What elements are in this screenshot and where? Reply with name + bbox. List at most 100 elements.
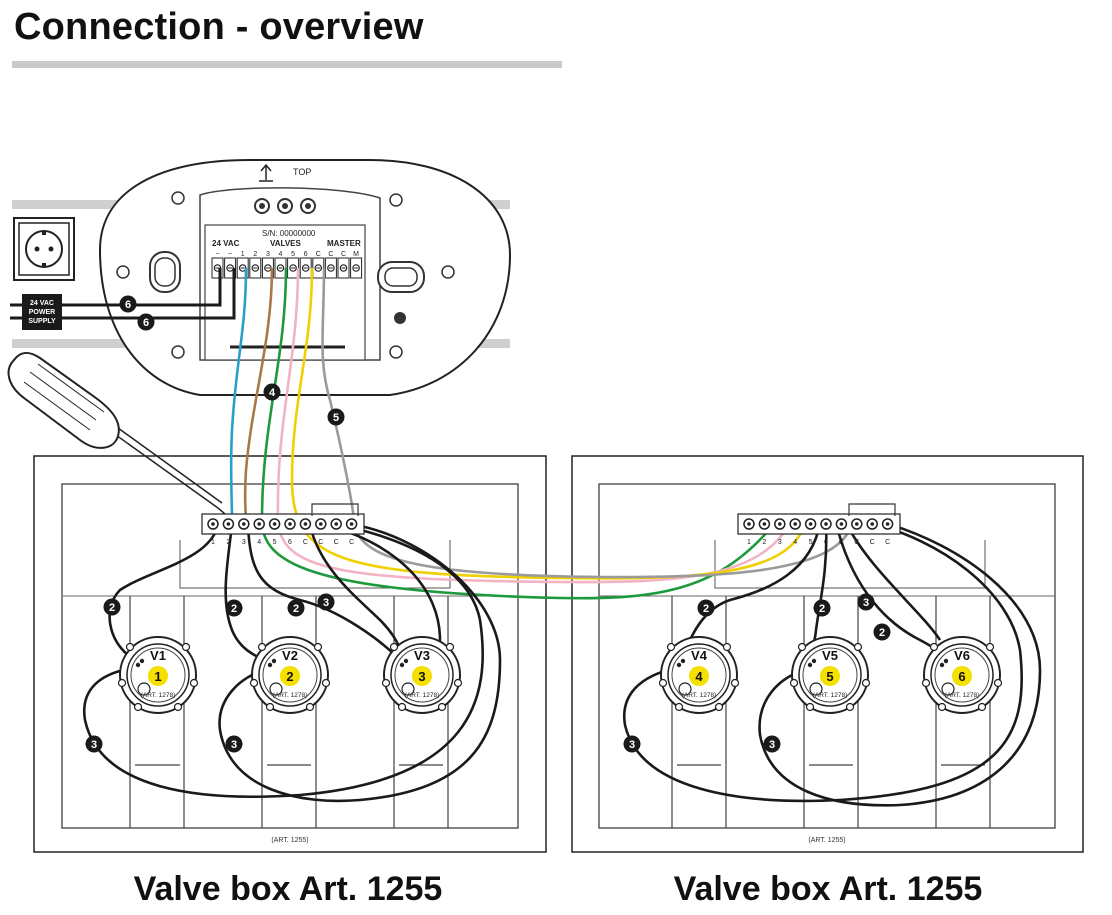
power-supply-icon [22, 294, 62, 330]
valve-solenoid: V66(ART. 1278) [921, 636, 1003, 714]
valve-art-label: (ART. 1278) [945, 692, 980, 699]
callout-badge: 3 [857, 593, 875, 611]
controller-terminal-label: 6 [304, 251, 308, 258]
common-jumpers [311, 503, 896, 516]
valve-box-terminal-label: C [334, 539, 339, 546]
controller-terminal-label: 3 [266, 251, 270, 258]
valve-art-label: (ART. 1278) [141, 692, 176, 699]
callout-badge: 2 [103, 598, 121, 616]
valve-art-label: (ART. 1278) [682, 692, 717, 699]
valve-box-terminal-label: C [885, 539, 890, 546]
wiring-diagram: TOP S/N: 00000000 24 VAC VALVES MASTER ~… [7, 159, 1084, 853]
valve-box-1-art-label: (ART. 1255) [271, 837, 308, 844]
controller-terminal-label: C [316, 251, 321, 258]
valve-number: 6 [958, 669, 965, 684]
valve-solenoid: V2 2 (ART. 1278) [249, 636, 331, 714]
callout-number: 6 [125, 299, 131, 311]
callout-badge: 6 [137, 313, 155, 331]
valve-label: V1 [150, 648, 166, 663]
valve-box-terminal-label: 5 [273, 539, 277, 546]
callout-number: 2 [231, 603, 237, 615]
valve-box-1-terminal-block [201, 513, 365, 535]
valve-number: 3 [418, 669, 425, 684]
valve-box-terminal-label: 1 [747, 539, 751, 546]
controller-terminal-label: C [328, 251, 333, 258]
callout-badge: 2 [813, 599, 831, 617]
valve-solenoid: V4 4 (ART. 1278) [658, 636, 740, 714]
top-label: TOP [293, 167, 311, 177]
valve-wiring-left [82, 523, 502, 803]
valve-number: 4 [695, 669, 703, 684]
serial-number: S/N: 00000000 [262, 229, 316, 238]
callout-badge: 2 [225, 599, 243, 617]
valve-box-terminal-label: 3 [778, 539, 782, 546]
callout-badge: 6 [119, 295, 137, 313]
valve-box-caption-right: Valve box Art. 1255 [673, 870, 983, 908]
valve-box-terminal-label: 5 [809, 539, 813, 546]
callout-number: 2 [819, 603, 825, 615]
callout-number: 3 [769, 739, 775, 751]
valve-box-terminal-label: C [318, 539, 323, 546]
callout-badge: 2 [873, 623, 891, 641]
callout-badge: 3 [85, 735, 103, 753]
power-supply-line-1: 24 VAC [30, 300, 54, 307]
controller-terminal-label: C [341, 251, 346, 258]
valve-number: 5 [826, 669, 833, 684]
valve-solenoid: V1 1 (ART. 1278) [117, 636, 199, 714]
valve-label: V4 [691, 648, 708, 663]
callout-number: 3 [863, 597, 869, 609]
valves-layer: V11(ART. 1278)V22(ART. 1278)V33(ART. 127… [117, 636, 1003, 714]
valve-solenoid: V33(ART. 1278) [381, 636, 463, 714]
label-valves: VALVES [270, 239, 301, 248]
valve-box-terminal-label: C [839, 539, 844, 546]
callout-number: 2 [703, 603, 709, 615]
valve-box-terminal-label: 4 [257, 539, 261, 546]
valve-box-terminal-label: 4 [793, 539, 797, 546]
controller-terminal-label: M [353, 251, 359, 258]
valve-box-terminal-label: 2 [762, 539, 766, 546]
controller-terminal-block [211, 257, 363, 279]
callout-badge: 4 [263, 383, 281, 401]
pipes-left [129, 596, 449, 828]
valve-box-terminal-label: 2 [226, 539, 230, 546]
label-master: MASTER [327, 239, 361, 248]
callout-badge: 3 [763, 735, 781, 753]
valve-box-terminal-label: 6 [288, 539, 292, 546]
callout-number: 3 [323, 597, 329, 609]
valve-art-label: (ART. 1278) [273, 692, 308, 699]
valve-box-terminal-label: C [349, 539, 354, 546]
valve-label: V2 [282, 648, 298, 663]
power-supply-line-3: SUPPLY [28, 318, 56, 325]
callout-number: 2 [879, 627, 885, 639]
controller-terminal-label: ~ [228, 251, 232, 258]
callout-number: 3 [629, 739, 635, 751]
top-arrow-icon [259, 163, 273, 182]
controller-terminal-label: 5 [291, 251, 295, 258]
callout-number: 4 [269, 387, 276, 399]
valve-box-terminal-label: 1 [211, 539, 215, 546]
wall-outlet-icon [13, 217, 75, 281]
power-supply-line-2: POWER [29, 309, 55, 316]
page-title: Connection - overview [14, 6, 424, 48]
valve-box-terminal-label: C [870, 539, 875, 546]
callout-badge: 3 [225, 735, 243, 753]
screwdriver-icon [7, 352, 233, 521]
valve-solenoid: V55(ART. 1278) [789, 636, 871, 714]
valve-box-2-terminal-block [737, 513, 901, 535]
power-supply-leads [10, 268, 236, 320]
valve-number: 2 [286, 669, 293, 684]
callout-number: 3 [231, 739, 237, 751]
controller-terminal-label: ~ [215, 251, 219, 258]
valve-art-label: (ART. 1278) [405, 692, 440, 699]
valve-art-label: (ART. 1278) [813, 692, 848, 699]
callout-number: 6 [143, 317, 149, 329]
valve-box-terminal-label: 3 [242, 539, 246, 546]
callout-badge: 2 [697, 599, 715, 617]
callout-badge: 5 [327, 408, 345, 426]
valve-number: 1 [154, 669, 161, 684]
callout-badge: 3 [623, 735, 641, 753]
